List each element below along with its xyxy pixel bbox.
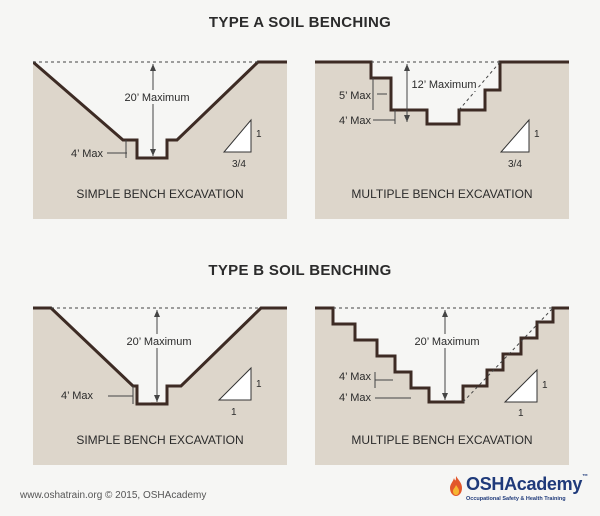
a-simple-slope-run: 3/4 bbox=[232, 159, 246, 170]
b-multiple-bench-label-1: 4’ Max bbox=[339, 371, 371, 383]
a-multiple-slope-run: 3/4 bbox=[508, 159, 522, 170]
panel-type-a-multiple: 12’ Maximum 5’ Max 4’ Max 1 3/4 MULTIPLE… bbox=[315, 52, 569, 219]
a-simple-slope-rise: 1 bbox=[256, 129, 262, 140]
logo-name: OSHAcademy bbox=[466, 474, 583, 494]
b-multiple-caption: MULTIPLE BENCH EXCAVATION bbox=[351, 433, 532, 447]
oshacademy-logo: OSHAcademy™ Occupational Safety & Health… bbox=[448, 474, 588, 508]
type-a-title: TYPE A SOIL BENCHING bbox=[208, 14, 392, 31]
panel-type-b-simple: 20’ Maximum 4’ Max 1 1 SIMPLE BENCH EXCA… bbox=[33, 298, 287, 465]
panel-type-b-multiple: 20’ Maximum 4’ Max 4’ Max 1 1 MULTIPLE B… bbox=[315, 298, 569, 465]
b-simple-caption: SIMPLE BENCH EXCAVATION bbox=[76, 433, 243, 447]
type-b-title: TYPE B SOIL BENCHING bbox=[208, 262, 392, 279]
b-multiple-slope-rise: 1 bbox=[542, 380, 548, 391]
a-simple-caption: SIMPLE BENCH EXCAVATION bbox=[76, 187, 243, 201]
b-simple-depth-label: 20’ Maximum bbox=[127, 336, 192, 348]
b-multiple-depth-label: 20’ Maximum bbox=[415, 336, 480, 348]
copyright-text: www.oshatrain.org © 2015, OSHAcademy bbox=[20, 490, 207, 501]
a-multiple-caption: MULTIPLE BENCH EXCAVATION bbox=[351, 187, 532, 201]
b-multiple-slope-run: 1 bbox=[518, 408, 524, 419]
logo-trademark: ™ bbox=[582, 474, 588, 480]
a-multiple-depth-label: 12’ Maximum bbox=[412, 79, 477, 91]
flame-icon bbox=[450, 476, 462, 496]
b-simple-slope-rise: 1 bbox=[256, 379, 262, 390]
b-multiple-bench-label-2: 4’ Max bbox=[339, 392, 371, 404]
b-simple-bench-label: 4’ Max bbox=[61, 390, 93, 402]
a-multiple-bench-label-2: 4’ Max bbox=[339, 115, 371, 127]
b-simple-slope-run: 1 bbox=[231, 407, 237, 418]
a-multiple-slope-rise: 1 bbox=[534, 129, 540, 140]
logo-tagline: Occupational Safety & Health Training bbox=[466, 496, 566, 502]
a-simple-depth-label: 20’ Maximum bbox=[125, 92, 190, 104]
a-multiple-bench-label-1: 5’ Max bbox=[339, 90, 371, 102]
a-simple-bench-label: 4’ Max bbox=[71, 148, 103, 160]
panel-type-a-simple: 20’ Maximum 4’ Max 1 3/4 SIMPLE BENCH EX… bbox=[33, 52, 287, 219]
